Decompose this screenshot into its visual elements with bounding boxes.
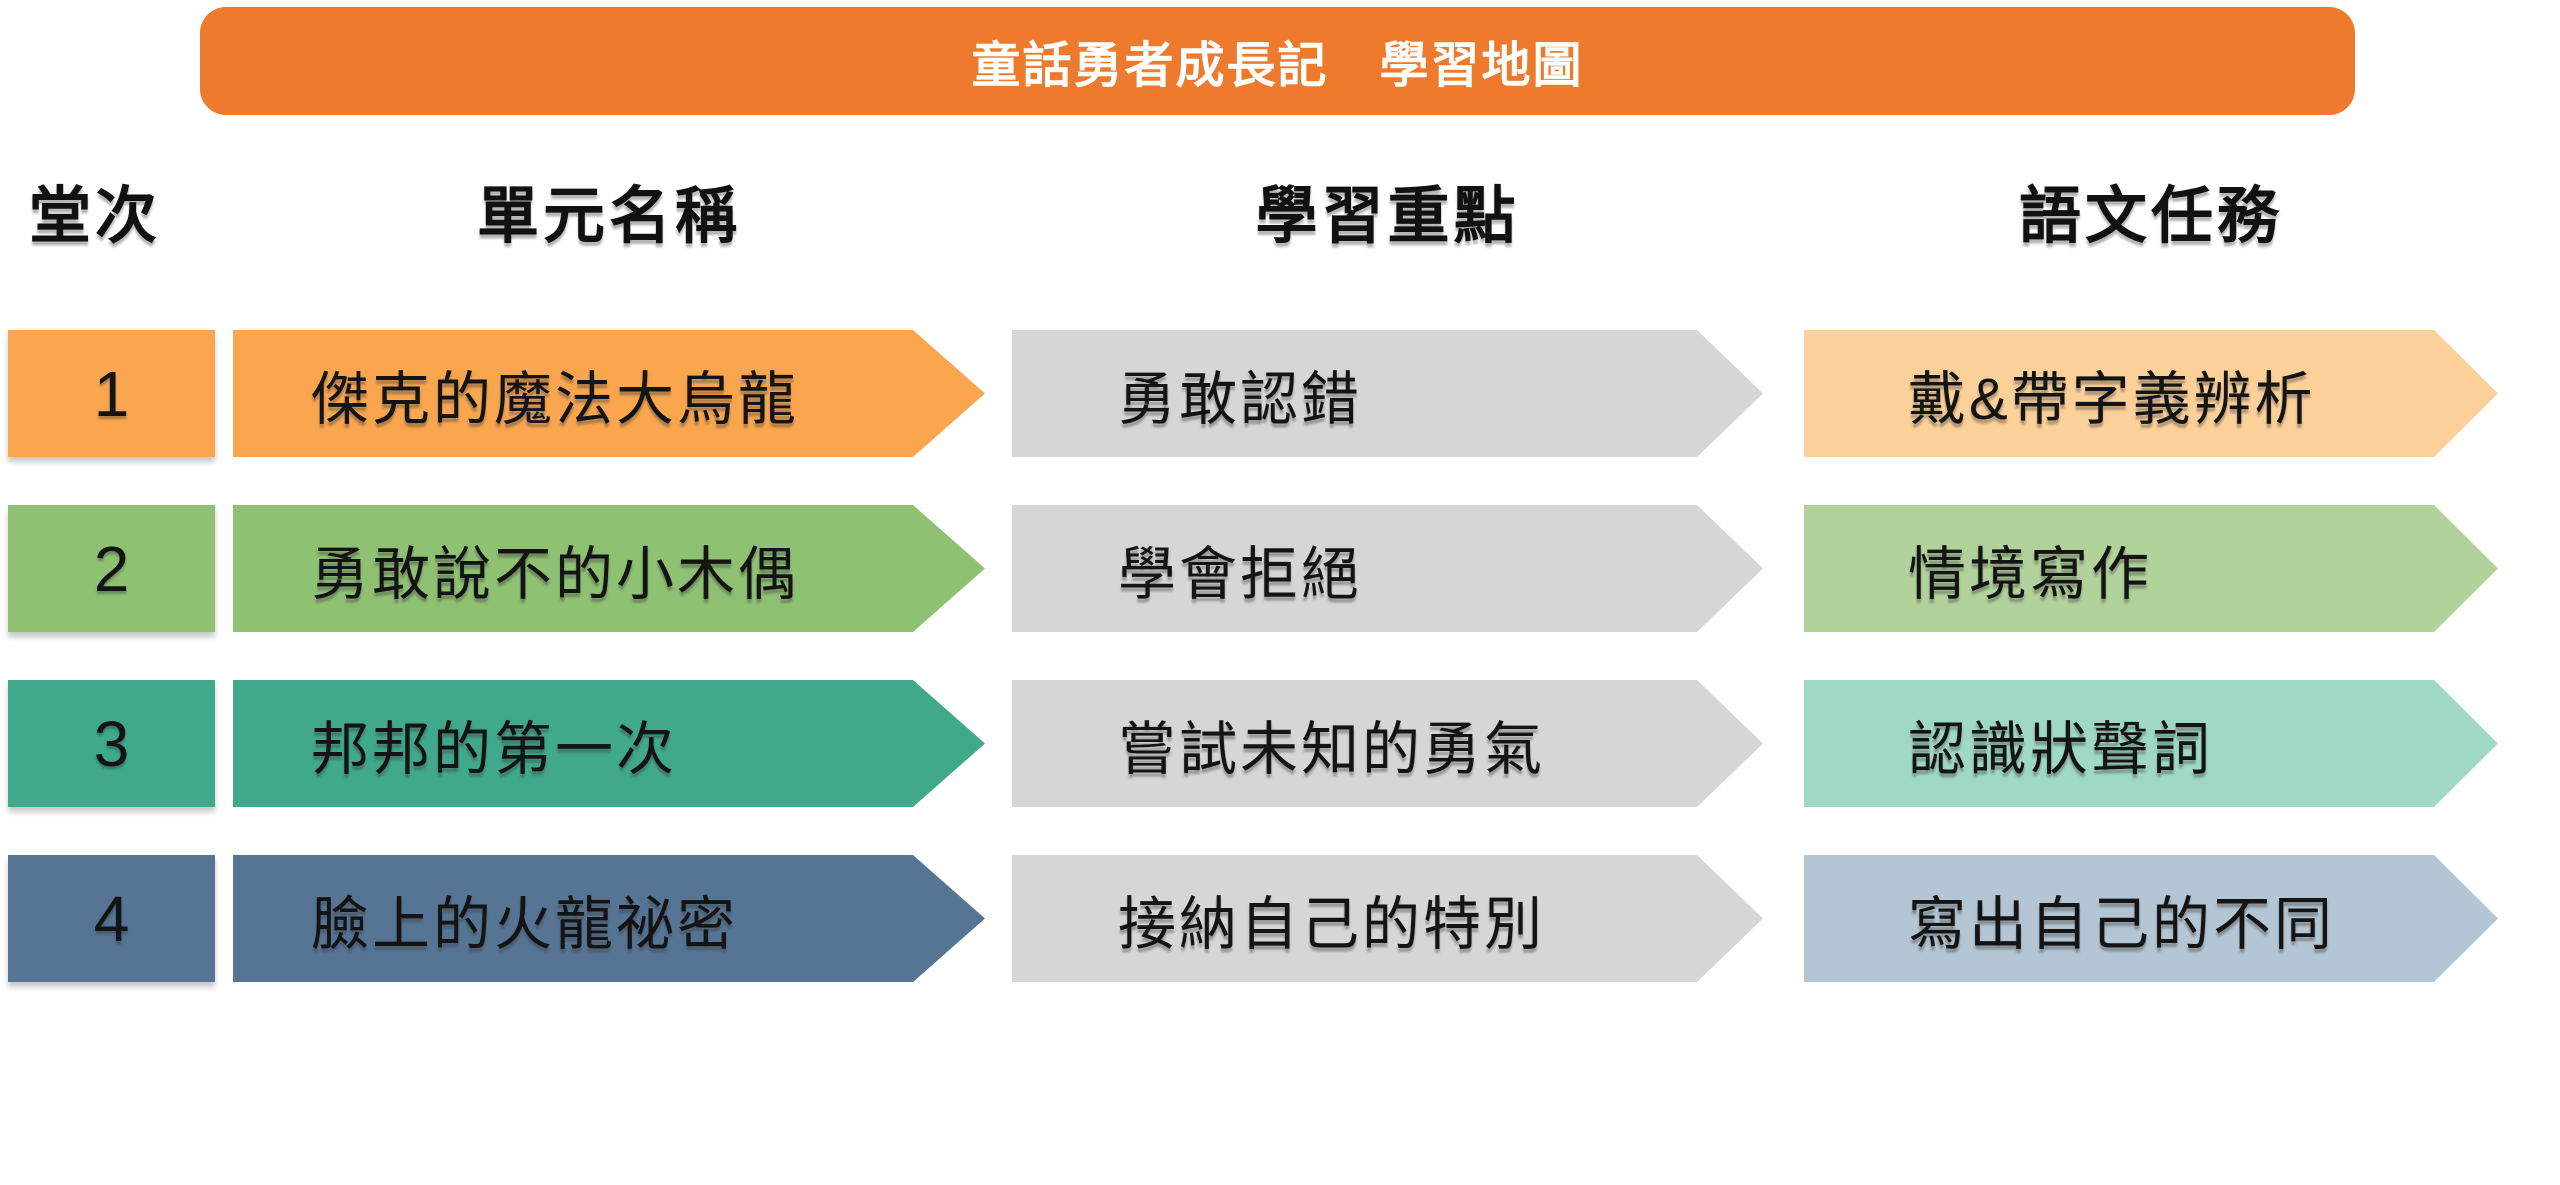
unit-name-label: 勇敢說不的小木偶 (311, 541, 800, 607)
learning-focus-label: 學會拒絕 (1118, 541, 1363, 607)
unit-name-label: 臉上的火龍祕密 (311, 891, 739, 957)
session-number-box: 4 (8, 855, 215, 982)
session-number: 3 (93, 707, 130, 780)
language-task-arrow: 戴&帶字義辨析 (1804, 330, 2498, 457)
map-row-3: 3 邦邦的第一次 嘗試未知的勇氣 認識狀聲詞 (0, 680, 2560, 807)
column-headers: 堂次 單元名稱 學習重點 語文任務 (0, 165, 2560, 255)
learning-focus-arrow: 接納自己的特別 (1012, 855, 1763, 982)
learning-focus-arrow: 嘗試未知的勇氣 (1012, 680, 1763, 807)
map-row-1: 1 傑克的魔法大烏龍 勇敢認錯 戴&帶字義辨析 (0, 330, 2560, 457)
language-task-label: 寫出自己的不同 (1908, 891, 2336, 957)
session-number: 1 (93, 357, 130, 430)
column-header-unit-name: 單元名稱 (476, 182, 741, 251)
column-header-session: 堂次 (28, 182, 161, 251)
map-row-2: 2 勇敢說不的小木偶 學會拒絕 情境寫作 (0, 505, 2560, 632)
language-task-arrow: 認識狀聲詞 (1804, 680, 2498, 807)
language-task-arrow: 寫出自己的不同 (1804, 855, 2498, 982)
learning-focus-label: 勇敢認錯 (1118, 366, 1363, 432)
language-task-arrow: 情境寫作 (1804, 505, 2498, 632)
language-task-label: 認識狀聲詞 (1908, 716, 2214, 782)
learning-focus-label: 嘗試未知的勇氣 (1118, 716, 1546, 782)
title-banner: 童話勇者成長記 學習地圖 (200, 7, 2355, 115)
map-row-4: 4 臉上的火龍祕密 接納自己的特別 寫出自己的不同 (0, 855, 2560, 982)
page-title: 童話勇者成長記 學習地圖 (971, 38, 1584, 93)
session-number: 4 (93, 882, 130, 955)
session-number-box: 2 (8, 505, 215, 632)
learning-focus-arrow: 勇敢認錯 (1012, 330, 1763, 457)
map-rows: 1 傑克的魔法大烏龍 勇敢認錯 戴&帶字義辨析 2 勇敢說不的小木偶 學會拒絕 (0, 330, 2560, 1030)
session-number: 2 (93, 532, 130, 605)
session-number-box: 3 (8, 680, 215, 807)
learning-focus-label: 接納自己的特別 (1118, 891, 1546, 957)
unit-name-arrow: 邦邦的第一次 (233, 680, 985, 807)
learning-focus-arrow: 學會拒絕 (1012, 505, 1763, 632)
unit-name-label: 邦邦的第一次 (311, 716, 678, 782)
unit-name-arrow: 勇敢說不的小木偶 (233, 505, 985, 632)
unit-name-arrow: 傑克的魔法大烏龍 (233, 330, 985, 457)
column-header-learning-focus: 學習重點 (1255, 182, 1520, 251)
session-number-box: 1 (8, 330, 215, 457)
column-header-language-task: 語文任務 (2018, 182, 2283, 251)
language-task-label: 戴&帶字義辨析 (1908, 366, 2316, 432)
unit-name-label: 傑克的魔法大烏龍 (311, 366, 800, 432)
language-task-label: 情境寫作 (1908, 541, 2153, 607)
unit-name-arrow: 臉上的火龍祕密 (233, 855, 985, 982)
